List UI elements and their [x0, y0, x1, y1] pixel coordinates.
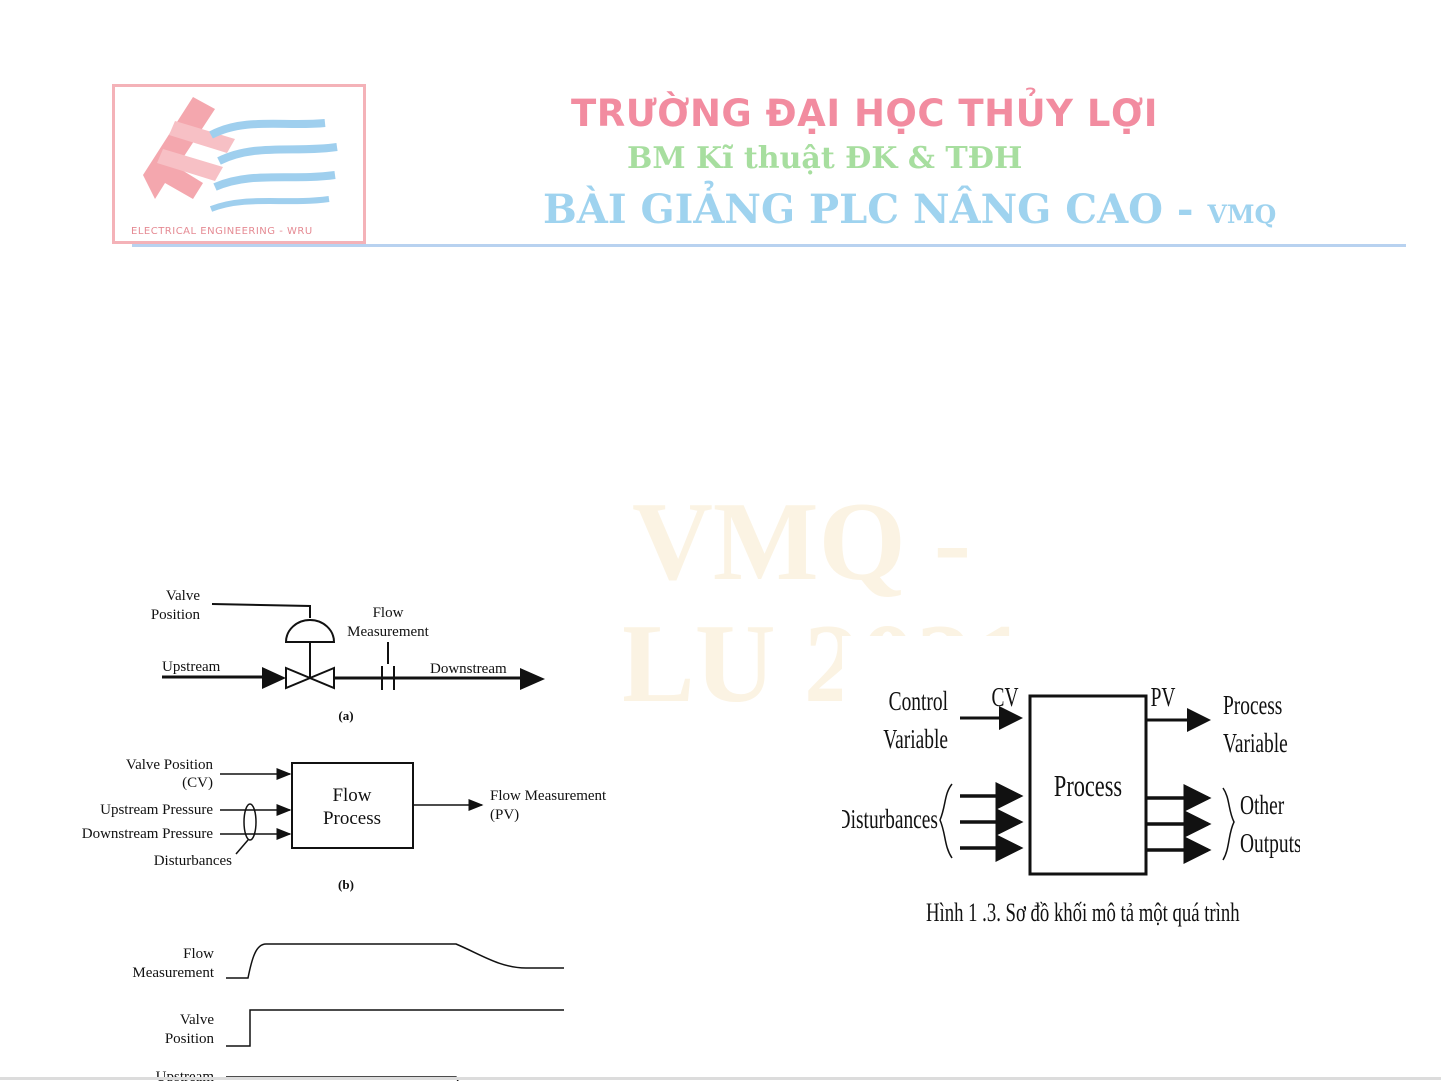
b-block-label-1: Flow: [332, 785, 371, 806]
b-cv-label: (CV): [182, 775, 213, 791]
diagram-b: Valve Position (CV) Upstream Pressure Do…: [82, 757, 607, 892]
logo-caption: ELECTRICAL ENGINEERING - WRU: [131, 226, 313, 237]
b-disturbances-label: Disturbances: [154, 853, 232, 869]
b-caption: (b): [338, 877, 354, 892]
a-flow-label-1: Flow: [373, 605, 404, 621]
outputs-brace-icon: [1222, 787, 1235, 861]
c-valve-label-1: Valve: [180, 1012, 214, 1028]
b-flow-process-block: [291, 762, 414, 849]
control-label-2: Variable: [883, 725, 948, 755]
c-flow-label-2: Measurement: [132, 965, 214, 981]
process-block-label: Process: [1054, 768, 1122, 802]
b-downstream-label: Downstream Pressure: [82, 826, 214, 842]
a-downstream-label: Downstream: [430, 661, 507, 677]
disturbances-brace-icon: [939, 783, 953, 859]
diagram-c: Flow Measurement Valve Position Upstream: [132, 943, 564, 1085]
university-title: TRƯỜNG ĐẠI HỌC THỦY LỢI: [571, 92, 1159, 135]
b-valve-label: Valve Position: [126, 757, 214, 773]
a-caption: (a): [338, 708, 353, 723]
process-block-diagram: Control Variable CV Process PV Process V…: [837, 636, 1302, 890]
a-upstream-label: Upstream: [162, 659, 221, 675]
university-logo: ELECTRICAL ENGINEERING - WRU: [112, 84, 366, 244]
valve-actuator-icon: [284, 619, 336, 643]
figure-caption: Hình 1 .3. Sơ đồ khối mô tả một quá trìn…: [926, 898, 1240, 927]
c-valve-label-2: Position: [165, 1031, 215, 1047]
process-block: [1028, 694, 1148, 876]
pv-label: PV: [1151, 683, 1176, 713]
header-rule: [132, 244, 1406, 247]
department-title: BM Kĩ thuật ĐK & TĐH: [627, 141, 1023, 176]
disturbances-label: Disturbances: [842, 805, 938, 835]
b-output-label-1: Flow Measurement: [490, 788, 607, 804]
a-valve-label-1: Valve: [166, 588, 200, 604]
watermark-line-1: VMQ -: [632, 480, 972, 604]
course-name: BÀI GIẢNG PLC NÂNG CAO -: [543, 186, 1194, 233]
valve-left-icon: [285, 666, 313, 690]
valve-right-icon: [307, 666, 335, 690]
course-title: BÀI GIẢNG PLC NÂNG CAO - VMQ: [543, 186, 1276, 233]
valve-step-curve: [226, 1009, 564, 1047]
flow-process-figure: Valve Position Flow Measurement Upstream…: [60, 582, 624, 1085]
logo-emblem-icon: [143, 97, 338, 212]
diagram-a: Valve Position Flow Measurement Upstream…: [151, 588, 545, 723]
b-upstream-label: Upstream Pressure: [100, 802, 213, 818]
process-variable-label-1: Process: [1223, 691, 1282, 721]
bottom-rule: [0, 1077, 1441, 1080]
control-label-1: Control: [889, 687, 949, 717]
a-valve-label-2: Position: [151, 607, 201, 623]
a-flow-label-2: Measurement: [347, 624, 429, 640]
b-block-label-2: Process: [323, 808, 381, 829]
course-author: VMQ: [1207, 200, 1277, 229]
outputs-label: Outputs: [1240, 829, 1300, 859]
c-flow-label-1: Flow: [183, 946, 214, 962]
flow-response-curve: [226, 943, 564, 979]
b-output-label-2: (PV): [490, 807, 519, 823]
other-label: Other: [1240, 791, 1284, 821]
process-variable-label-2: Variable: [1223, 729, 1288, 759]
cv-label: CV: [992, 683, 1019, 713]
